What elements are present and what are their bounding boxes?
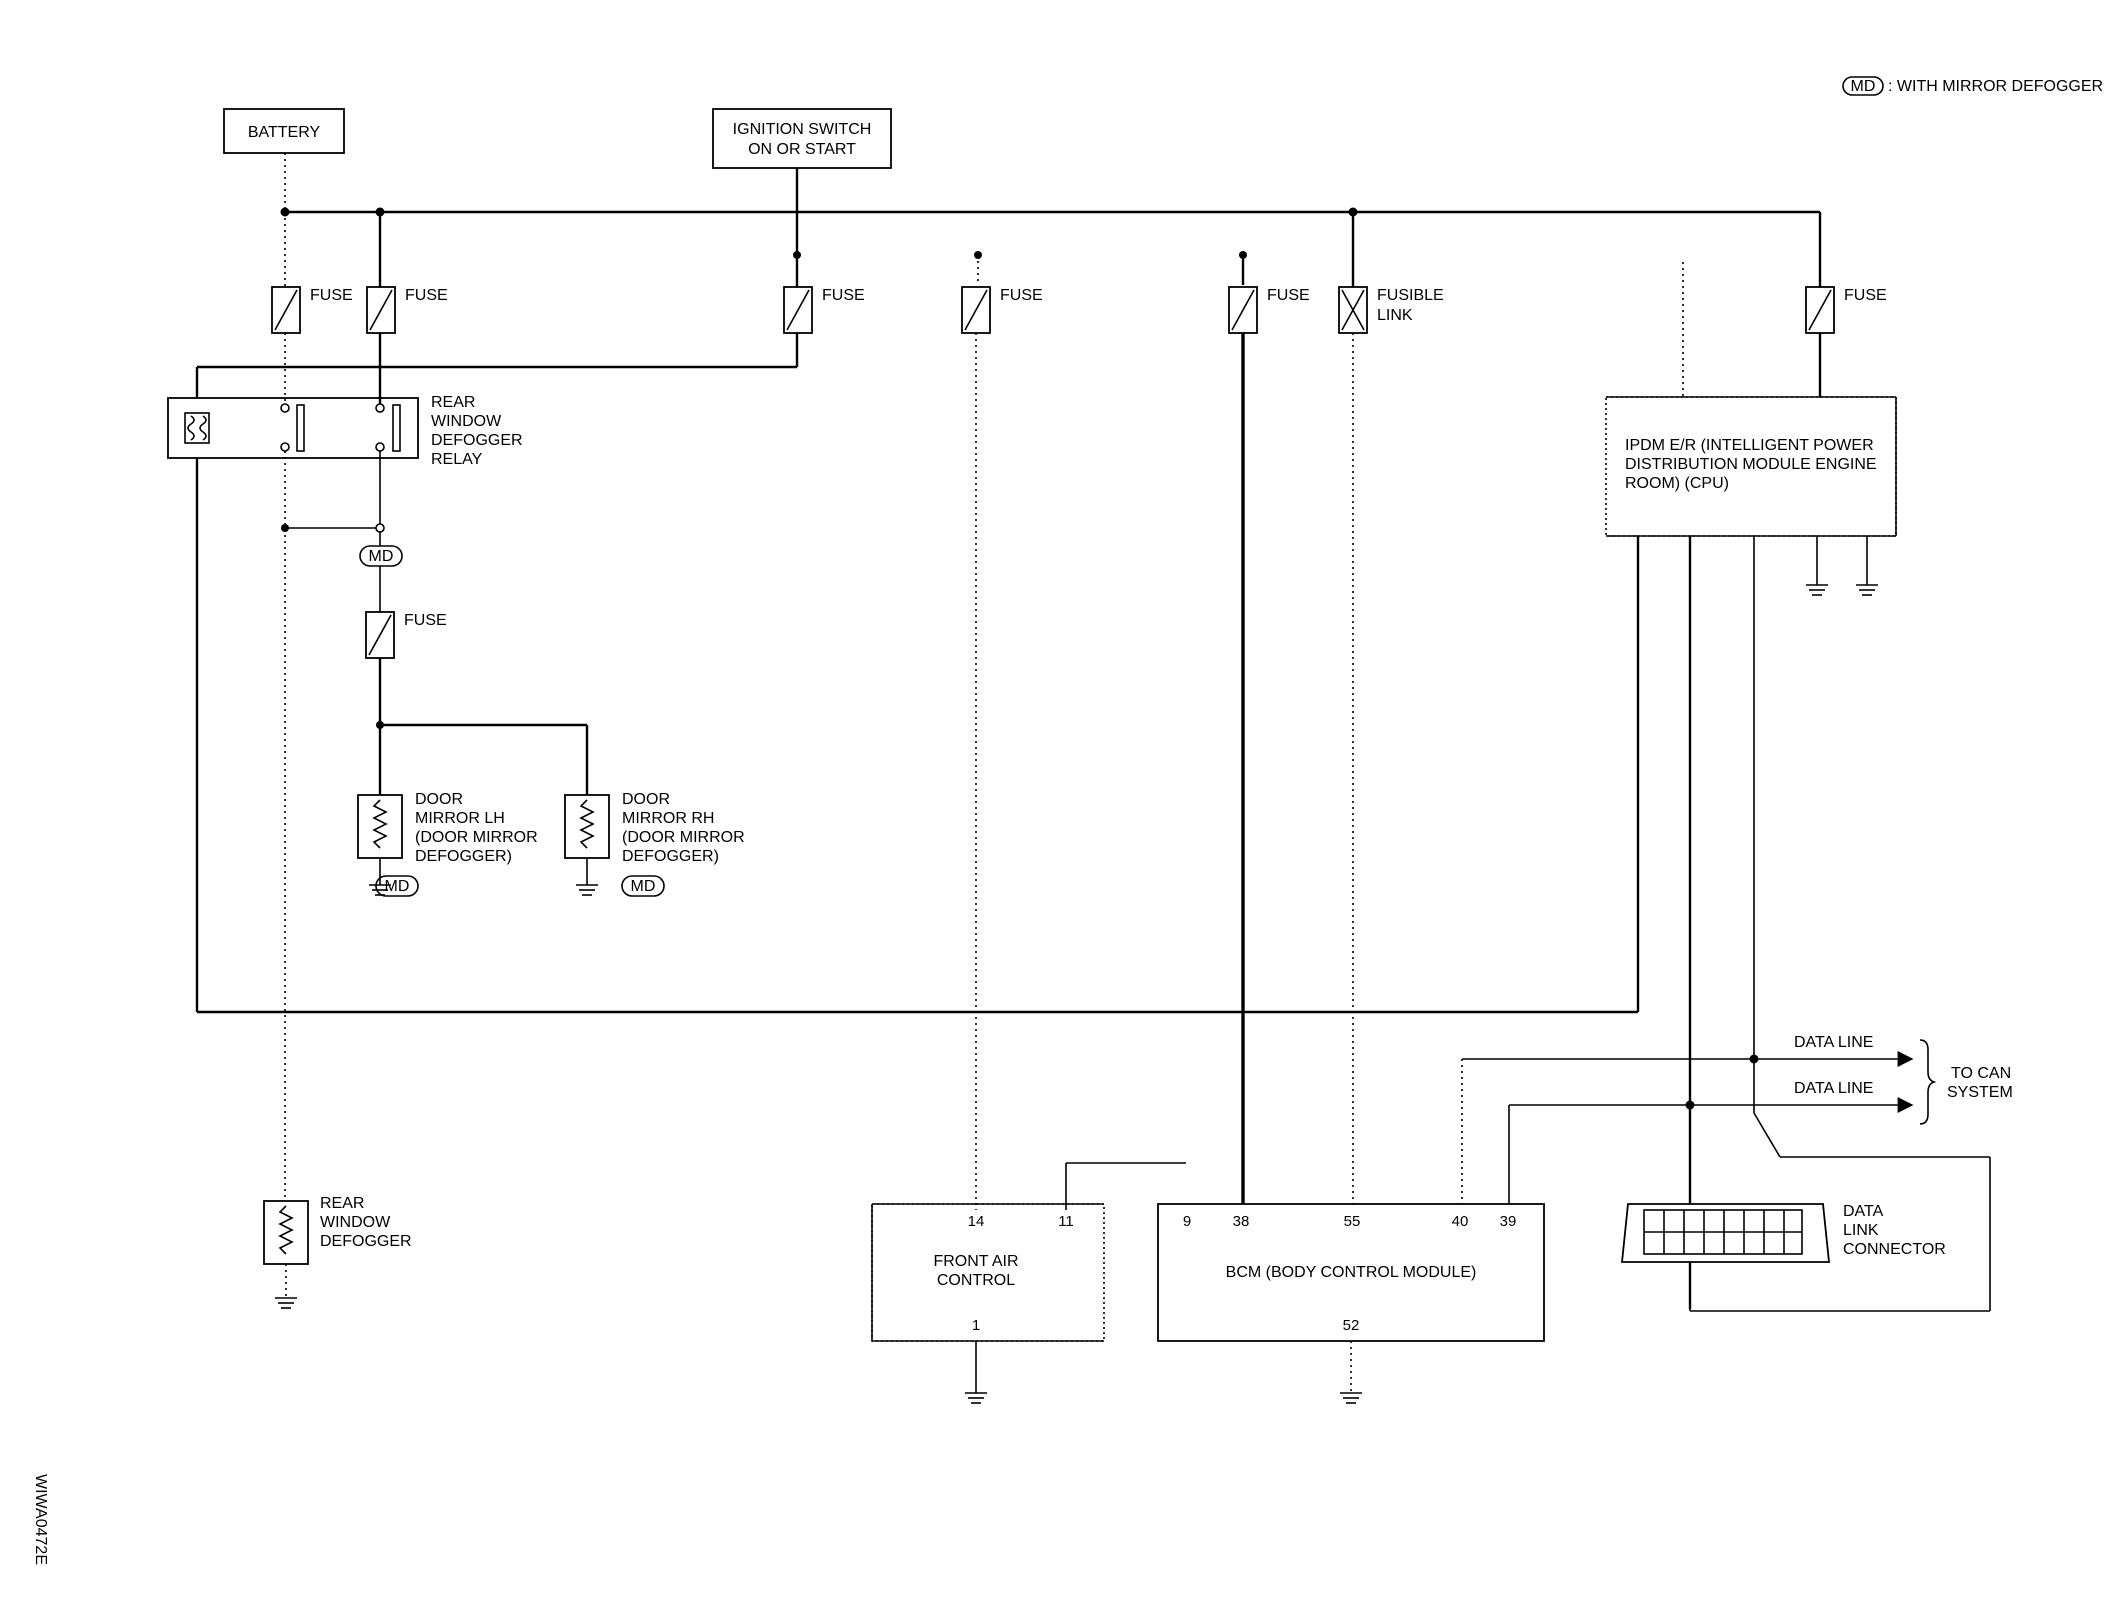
bcm-pin-39: 39 [1500, 1213, 1517, 1230]
bcm-pin-55: 55 [1344, 1213, 1361, 1230]
legend-md-badge [1842, 76, 1884, 96]
fuse-label: FUSE [310, 287, 353, 304]
data-line-label-2: DATA LINE [1794, 1080, 1873, 1097]
fuse-label: FUSE [1267, 287, 1310, 304]
front-air-pin-11: 11 [1058, 1213, 1074, 1230]
rear-window-defogger: REAR WINDOW DEFOGGER [263, 1195, 412, 1309]
md-badge [359, 545, 403, 567]
legend-md-badge-text: MD [1851, 78, 1876, 95]
relay-outputs: MD [281, 451, 589, 1201]
dlc-label-2: LINK [1843, 1222, 1879, 1239]
front-air-pin-14: 14 [968, 1213, 985, 1230]
relay-label-1: REAR [431, 394, 475, 411]
front-air-pin-1: 1 [972, 1317, 980, 1334]
ignition-label-line2: ON OR START [748, 141, 856, 158]
fuse-mirror: FUSE [365, 611, 447, 659]
ignition-label-line1: IGNITION SWITCH [733, 121, 872, 138]
mirror-lh-label-2: MIRROR LH [415, 810, 505, 827]
data-line-label-1: DATA LINE [1794, 1034, 1873, 1051]
can-lines: DATA LINE DATA LINE TO CAN SYSTEM [1461, 536, 2013, 1312]
ipdm-label-3: ROOM) (CPU) [1625, 475, 1729, 492]
md-badge-text: MD [369, 548, 394, 565]
ipdm-label-2: DISTRIBUTION MODULE ENGINE [1625, 456, 1877, 473]
battery-label: BATTERY [248, 124, 321, 141]
figure-id: WIWA0472E [32, 1474, 49, 1565]
dlc-label-3: CONNECTOR [1843, 1241, 1946, 1258]
rear-defogger-label-1: REAR [320, 1195, 364, 1212]
mirror-lh-label-4: DEFOGGER) [415, 848, 512, 865]
fuse-front-air: FUSE [961, 286, 1043, 334]
fuse-ignition: FUSE [783, 255, 865, 334]
relay-label-3: DEFOGGER [431, 432, 523, 449]
mirror-rh-label-1: DOOR [622, 791, 670, 808]
data-link-connector: DATA LINK CONNECTOR [1621, 1203, 1946, 1263]
fusible-link-label-2: LINK [1377, 307, 1413, 324]
can-label-2: SYSTEM [1947, 1084, 2013, 1101]
front-air-label-1: FRONT AIR [933, 1253, 1018, 1270]
battery-box: BATTERY [223, 108, 345, 154]
bcm-pin-9: 9 [1183, 1213, 1191, 1230]
defogger-relay: REAR WINDOW DEFOGGER RELAY [167, 333, 799, 468]
md-badge-text: MD [385, 878, 410, 895]
ipdm-label-1: IPDM E/R (INTELLIGENT POWER [1625, 437, 1874, 454]
bcm: 9 38 55 40 39 BCM (BODY CONTROL MODULE) … [1157, 333, 1545, 1404]
mirror-rh-label-4: DEFOGGER) [622, 848, 719, 865]
bcm-pin-38: 38 [1233, 1213, 1250, 1230]
legend-text: : WITH MIRROR DEFOGGER [1888, 78, 2103, 95]
mirror-lh-label-1: DOOR [415, 791, 463, 808]
fuse-label: FUSE [822, 287, 865, 304]
relay-coil-return [195, 458, 1640, 1014]
relay-label-2: WINDOW [431, 413, 502, 430]
ignition-switch-box: IGNITION SWITCH ON OR START [712, 108, 892, 169]
mirror-rh-label-3: (DOOR MIRROR [622, 829, 745, 846]
dlc-label-1: DATA [1843, 1203, 1884, 1220]
md-badge [375, 875, 419, 897]
bcm-label: BCM (BODY CONTROL MODULE) [1226, 1264, 1477, 1281]
relay-label-4: RELAY [431, 451, 483, 468]
fuse-bcm: FUSE [1228, 286, 1310, 334]
fuse-label: FUSE [1000, 287, 1043, 304]
fuse-battery-1: FUSE [271, 212, 353, 334]
fuse-battery-2: FUSE [366, 212, 448, 334]
legend: MD : WITH MIRROR DEFOGGER [1842, 76, 2103, 96]
md-badge-text: MD [631, 878, 656, 895]
bcm-pin-52: 52 [1343, 1317, 1360, 1334]
bcm-pin-40: 40 [1452, 1213, 1469, 1230]
fuse-ipdm: FUSE [1805, 286, 1887, 334]
rear-defogger-label-3: DEFOGGER [320, 1233, 412, 1250]
front-air-control: 14 11 FRONT AIR CONTROL 1 [871, 333, 1186, 1404]
can-label-1: TO CAN [1951, 1065, 2011, 1082]
fuse-label: FUSE [405, 287, 448, 304]
front-air-label-2: CONTROL [937, 1272, 1015, 1289]
fusible-link: FUSIBLE LINK [1338, 212, 1444, 334]
door-mirror-rh: DOOR MIRROR RH (DOOR MIRROR DEFOGGER) MD [564, 791, 745, 897]
mirror-rh-label-2: MIRROR RH [622, 810, 714, 827]
fusible-link-label-1: FUSIBLE [1377, 287, 1444, 304]
mirror-lh-label-3: (DOOR MIRROR [415, 829, 538, 846]
md-badge [621, 875, 665, 897]
fuse-label: FUSE [404, 612, 447, 629]
fuse-label: FUSE [1844, 287, 1887, 304]
door-mirror-lh: DOOR MIRROR LH (DOOR MIRROR DEFOGGER) MD [357, 791, 538, 897]
rear-defogger-label-2: WINDOW [320, 1214, 391, 1231]
ipdm-er: IPDM E/R (INTELLIGENT POWER DISTRIBUTION… [1605, 262, 1897, 596]
power-bus [280, 153, 1822, 287]
